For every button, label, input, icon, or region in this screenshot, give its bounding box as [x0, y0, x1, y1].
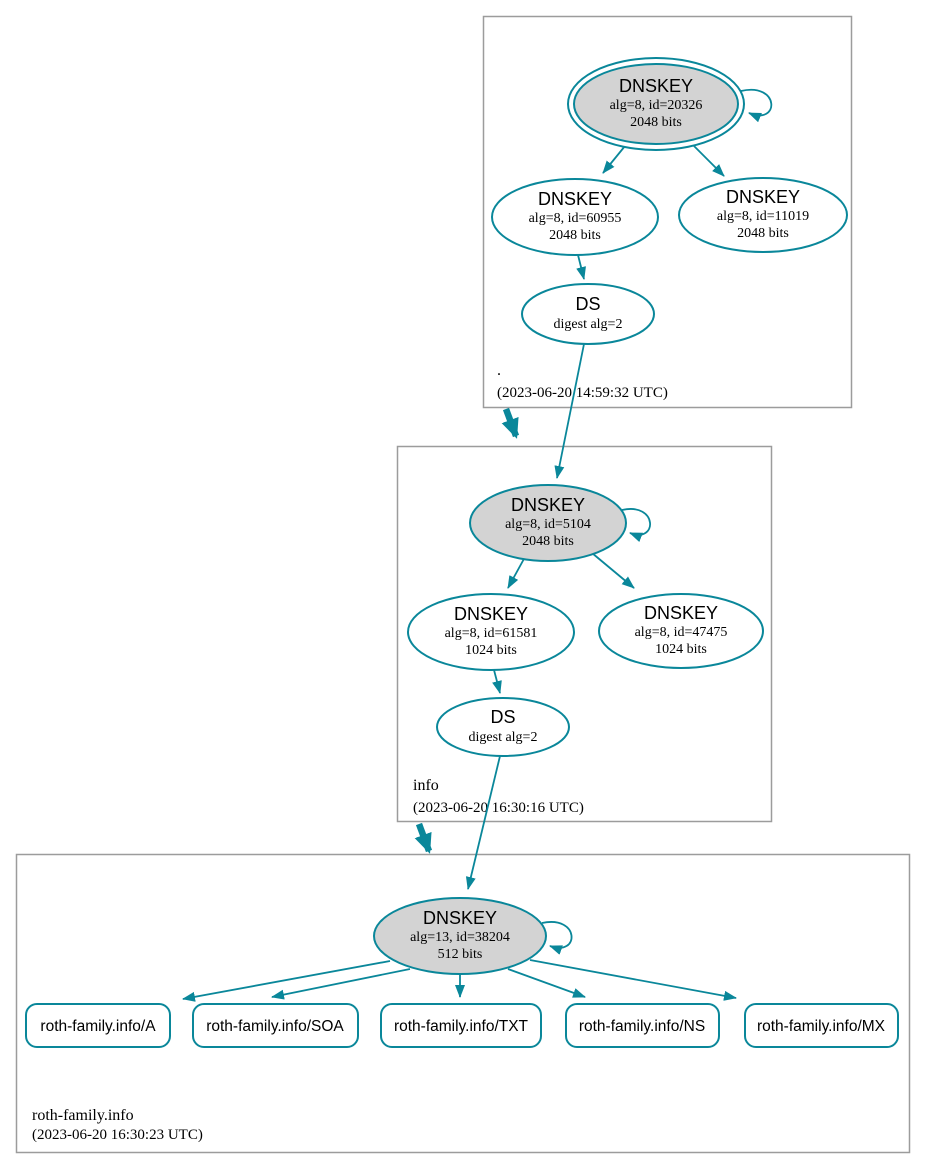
node-title: DNSKEY: [454, 604, 528, 624]
edge-roth-ksk-to-soa: [271, 968, 411, 1000]
rrset-node-mx[interactable]: roth-family.info/MX: [744, 1003, 899, 1048]
node-detail-1: digest alg=2: [469, 730, 538, 745]
rrset-label: roth-family.info/SOA: [206, 1018, 344, 1035]
zone-label-roth-family-info: roth-family.info: [32, 1107, 134, 1124]
node-detail-1: alg=8, id=11019: [717, 209, 809, 224]
edge-info-ksk-selfloop: [621, 508, 651, 543]
node-detail-2: 1024 bits: [655, 642, 707, 657]
edge-root-ksk-to-zsk1: [602, 145, 626, 174]
node-title: DS: [575, 294, 600, 314]
ds-node-root[interactable]: DS digest alg=2: [521, 283, 655, 345]
node-detail-1: alg=8, id=61581: [445, 626, 538, 641]
node-title: DNSKEY: [423, 908, 497, 928]
zone-timestamp-roth-family-info: (2023-06-20 16:30:23 UTC): [32, 1127, 203, 1143]
edge-root-ksk-to-zsk2: [693, 145, 725, 177]
edge-root-ds-to-info-ksk: [554, 343, 585, 479]
node-detail-2: 2048 bits: [737, 226, 789, 241]
edge-info-zsk1-to-ds: [492, 669, 502, 694]
node-detail-1: digest alg=2: [554, 317, 623, 332]
node-detail-1: alg=8, id=47475: [635, 625, 728, 640]
edge-info-ds-to-roth-ksk: [465, 755, 501, 890]
dnskey-node-info-zsk-61581[interactable]: DNSKEY alg=8, id=61581 1024 bits: [407, 593, 575, 671]
node-title: DNSKEY: [644, 603, 718, 623]
node-detail-1: alg=8, id=20326: [610, 98, 703, 113]
rrset-node-soa[interactable]: roth-family.info/SOA: [192, 1003, 359, 1048]
dnskey-node-root-zsk-11019[interactable]: DNSKEY alg=8, id=11019 2048 bits: [678, 177, 848, 253]
zone-timestamp-info: (2023-06-20 16:30:16 UTC): [413, 800, 584, 816]
zone-timestamp-root: (2023-06-20 14:59:32 UTC): [497, 385, 668, 401]
edge-root-ksk-selfloop: [740, 88, 773, 123]
edge-roth-ksk-selfloop: [541, 921, 573, 955]
node-detail-2: 512 bits: [438, 947, 483, 962]
node-detail-1: alg=8, id=5104: [505, 517, 591, 532]
rrset-label: roth-family.info/A: [40, 1018, 156, 1035]
node-title: DNSKEY: [619, 76, 693, 96]
rrset-node-ns[interactable]: roth-family.info/NS: [565, 1003, 720, 1048]
dnskey-node-root-zsk-60955[interactable]: DNSKEY alg=8, id=60955 2048 bits: [491, 178, 659, 256]
zone-label-root: .: [497, 362, 501, 379]
rrset-label: roth-family.info/NS: [579, 1018, 705, 1035]
edge-root-zsk1-to-ds: [576, 254, 586, 280]
node-detail-2: 2048 bits: [549, 228, 601, 243]
node-detail-2: 2048 bits: [630, 115, 682, 130]
node-detail-1: alg=8, id=60955: [529, 211, 622, 226]
node-detail-2: 2048 bits: [522, 534, 574, 549]
edge-info-ksk-to-zsk2: [591, 552, 635, 589]
edge-roth-ksk-to-a: [182, 960, 391, 1002]
edge-info-ksk-to-zsk1: [507, 556, 526, 589]
edge-roth-ksk-to-mx: [529, 959, 737, 1001]
node-title: DNSKEY: [726, 187, 800, 207]
node-detail-1: alg=13, id=38204: [410, 930, 510, 945]
rrset-node-txt[interactable]: roth-family.info/TXT: [380, 1003, 542, 1048]
node-title: DNSKEY: [511, 495, 585, 515]
node-title: DNSKEY: [538, 189, 612, 209]
edge-delegation-info-to-roth: [414, 822, 433, 854]
rrset-label: roth-family.info/TXT: [394, 1018, 529, 1035]
edge-roth-ksk-to-ns: [507, 968, 586, 998]
rrset-label: roth-family.info/MX: [757, 1018, 886, 1035]
node-detail-2: 1024 bits: [465, 643, 517, 658]
zone-label-info: info: [413, 777, 439, 794]
ds-node-info[interactable]: DS digest alg=2: [436, 697, 570, 757]
node-title: DS: [490, 707, 515, 727]
dnskey-node-roth-ksk-38204[interactable]: DNSKEY alg=13, id=38204 512 bits: [373, 897, 547, 975]
dnskey-node-info-ksk-5104[interactable]: DNSKEY alg=8, id=5104 2048 bits: [469, 484, 627, 562]
edge-delegation-root-to-info: [501, 407, 520, 439]
dnskey-node-root-ksk-20326[interactable]: DNSKEY alg=8, id=20326 2048 bits: [567, 57, 745, 151]
rrset-node-a[interactable]: roth-family.info/A: [25, 1003, 171, 1048]
dnskey-node-info-zsk-47475[interactable]: DNSKEY alg=8, id=47475 1024 bits: [598, 593, 764, 669]
